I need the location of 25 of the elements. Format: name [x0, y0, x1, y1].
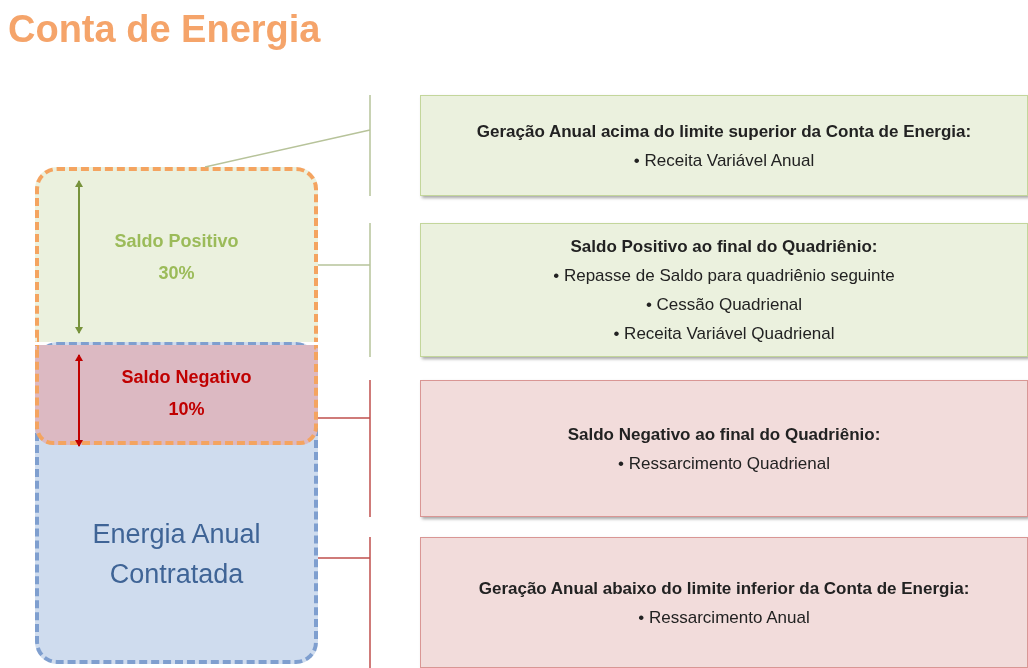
box-heading: Saldo Negativo ao final do Quadriênio:	[567, 423, 881, 446]
info-box	[420, 223, 1028, 357]
dashed-range-box	[35, 342, 318, 664]
bullet-item: • Ressarcimento Quadrienal	[618, 452, 830, 475]
range-box	[35, 345, 318, 445]
info-box	[420, 537, 1028, 668]
bullet-item: • Receita Variável Anual	[633, 149, 815, 172]
dashed-range-box	[35, 167, 318, 342]
leader-line	[204, 94, 371, 197]
diagram-title: Conta de Energia	[8, 8, 321, 51]
bullet-item: • Repasse de Saldo para quadriênio seguinte	[553, 265, 895, 287]
range-label: Saldo Negativo 10%	[120, 366, 253, 421]
box-heading: Saldo Positivo ao final do Quadriênio:	[570, 236, 878, 258]
bullet-item: • Cessão Quadrienal	[644, 294, 804, 316]
range-label: Saldo Positivo 30%	[113, 229, 240, 285]
box-heading: Geração Anual abaixo do limite inferior da Conta de Energia:	[478, 577, 970, 600]
leader-line	[317, 222, 371, 358]
range-label: Energia Anual Contratada	[91, 518, 262, 591]
info-box	[420, 380, 1028, 517]
leader-line	[317, 379, 371, 518]
leader-line	[317, 536, 371, 668]
info-box	[420, 95, 1028, 196]
bullet-item: • Ressarcimento Anual	[638, 606, 810, 629]
bullet-item: • Receita Variável Quadrienal	[612, 323, 836, 345]
box-heading: Geração Anual acima do limite superior da Conta de Energia:	[476, 120, 972, 143]
